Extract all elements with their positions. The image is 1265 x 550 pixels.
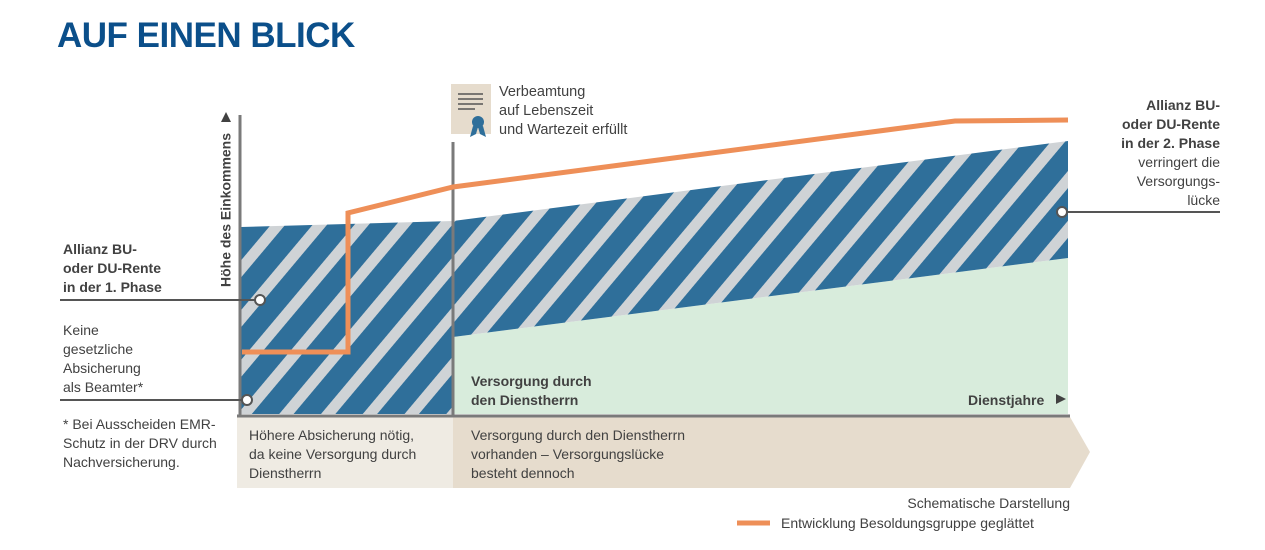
- bottom-right-line-2: vorhanden – Versorgungslücke: [471, 446, 665, 462]
- bottom-right-text: Versorgung durch den Dienstherrn vorhand…: [471, 426, 685, 483]
- phase1-callout-dot: [254, 294, 266, 306]
- bottom-left-line-2: da keine Versorgung durch: [249, 446, 417, 462]
- x-axis-arrow-icon: [1056, 394, 1066, 404]
- service-area-line-1: Versorgung durch: [471, 373, 592, 389]
- bottom-right-line-3: besteht dennoch: [471, 465, 575, 481]
- y-axis-label: Höhe des Einkommens: [217, 132, 234, 288]
- bottom-left-text: Höhere Absicherung nötig, da keine Verso…: [249, 426, 416, 483]
- no-protection-callout-dot: [241, 394, 253, 406]
- phase1-line-1: Allianz BU-: [63, 241, 137, 257]
- footnote-line-3: Nachversicherung.: [63, 454, 180, 470]
- y-axis-arrow-icon: [221, 112, 231, 122]
- phase1-line-2: oder DU-Rente: [63, 260, 162, 276]
- footnote: * Bei Ausscheiden EMR- Schutz in der DRV…: [63, 415, 217, 472]
- legend-line-label: Entwicklung Besoldungsgruppe geglättet: [781, 515, 1034, 531]
- legend-note: Schematische Darstellung: [907, 495, 1070, 511]
- service-area-line-2: den Dienstherrn: [471, 392, 579, 408]
- no-protection-label: Keine gesetzliche Absicherung als Beamte…: [63, 321, 143, 397]
- bottom-right-line-1: Versorgung durch den Dienstherrn: [471, 427, 686, 443]
- no-protection-line-1: Keine: [63, 322, 99, 338]
- phase1-line-3: in der 1. Phase: [63, 279, 162, 295]
- certificate-icon: [451, 84, 491, 137]
- green-service-area: [453, 258, 1068, 414]
- bottom-band-left: [237, 417, 453, 488]
- milestone-line-1: Verbeamtung: [499, 84, 586, 100]
- footnote-line-2: Schutz in der DRV durch: [63, 435, 217, 451]
- hatched-area-phase2: [453, 141, 1068, 337]
- no-protection-line-4: als Beamter*: [63, 379, 144, 395]
- phase2-line-6: lücke: [1187, 192, 1220, 208]
- income-development-line: [242, 117, 1069, 355]
- phase2-line-4: verringert die: [1138, 154, 1220, 170]
- no-protection-line-3: Absicherung: [63, 360, 141, 376]
- phase2-line-1: Allianz BU-: [1146, 97, 1220, 113]
- phase2-line-3: in der 2. Phase: [1121, 135, 1220, 151]
- milestone-text: Verbeamtung auf Lebenszeit und Wartezeit…: [499, 83, 627, 140]
- footnote-line-1: * Bei Ausscheiden EMR-: [63, 416, 216, 432]
- service-area-label: Versorgung durch den Dienstherrn: [471, 372, 592, 410]
- x-axis-label: Dienstjahre: [968, 392, 1045, 408]
- phase2-label: Allianz BU- oder DU-Rente in der 2. Phas…: [1060, 96, 1220, 210]
- milestone-line-2: auf Lebenszeit: [499, 103, 594, 119]
- phase2-line-2: oder DU-Rente: [1121, 116, 1220, 132]
- page-title: AUF EINEN BLICK: [57, 16, 355, 55]
- bottom-band-right: [453, 417, 1090, 488]
- no-protection-line-2: gesetzliche: [63, 341, 134, 357]
- phase2-callout-dot: [1056, 206, 1068, 218]
- milestone-line-3: und Wartezeit erfüllt: [499, 122, 628, 138]
- bottom-left-line-3: Dienstherrn: [249, 465, 322, 481]
- phase1-label: Allianz BU- oder DU-Rente in der 1. Phas…: [63, 240, 162, 297]
- bottom-left-line-1: Höhere Absicherung nötig,: [249, 427, 414, 443]
- phase2-line-5: Versorgungs-: [1136, 173, 1220, 189]
